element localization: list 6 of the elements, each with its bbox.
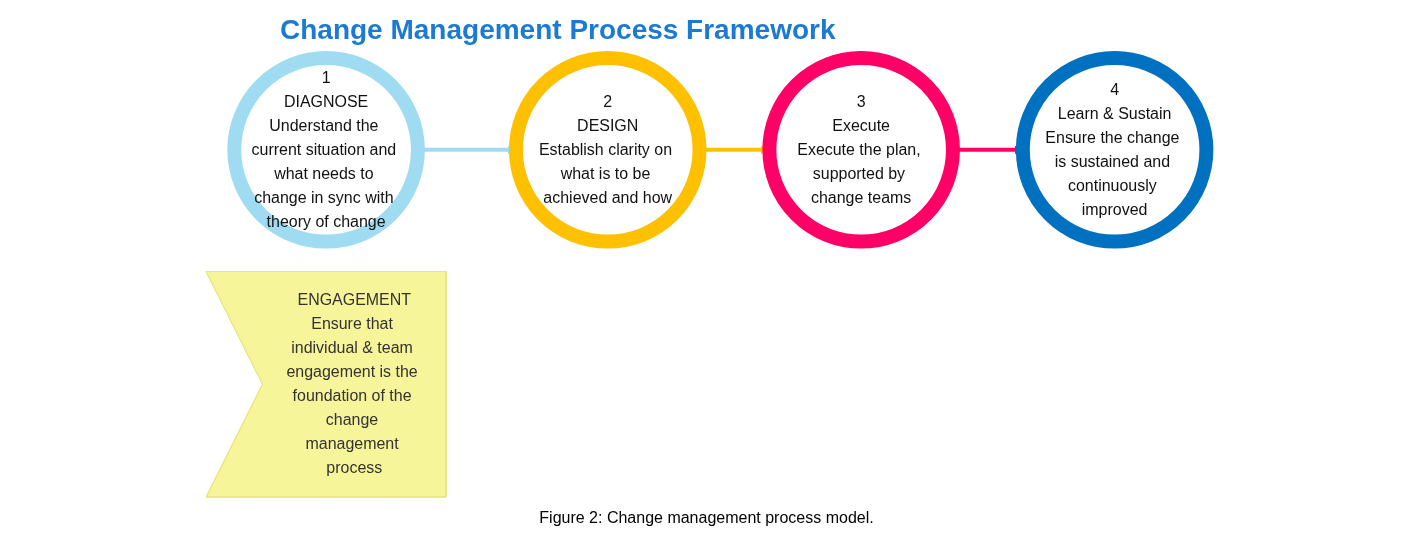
figure-caption: Figure 2: Change management process model.	[539, 509, 874, 527]
node-circle: 1 DIAGNOSE Understand the current situation and what needs to change in sync with theory of change	[227, 51, 426, 249]
diagram-title: Change Management Process Framework	[280, 14, 836, 46]
node-circle: 2 DESIGN Establish clarity on what is to be achieved and how	[509, 51, 707, 249]
node-circle: 3 Execute Execute the plan, supported by change teams	[762, 51, 961, 249]
node-circle: 4 Learn & Sustain Ensure the change is sustained and continuously improved	[1016, 51, 1214, 249]
